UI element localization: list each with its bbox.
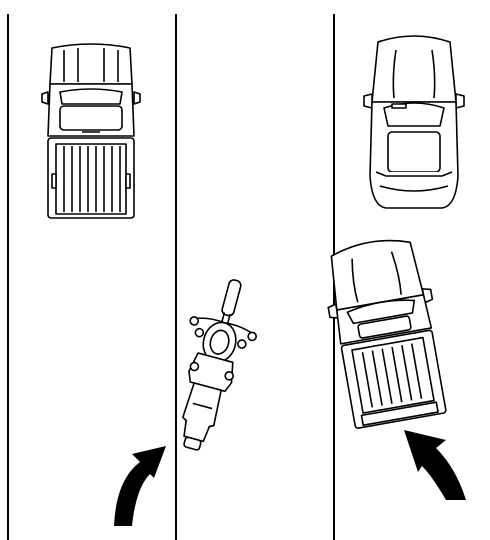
curved-arrow-icon-left — [114, 446, 166, 526]
curved-arrow-icon-right — [404, 430, 466, 500]
pickup-truck-left-lane — [42, 44, 140, 218]
pickup-truck-right-lane-top — [364, 36, 464, 208]
motorcycle-center-lane — [158, 272, 269, 458]
pickup-truck-right-lane-changing — [318, 233, 452, 429]
